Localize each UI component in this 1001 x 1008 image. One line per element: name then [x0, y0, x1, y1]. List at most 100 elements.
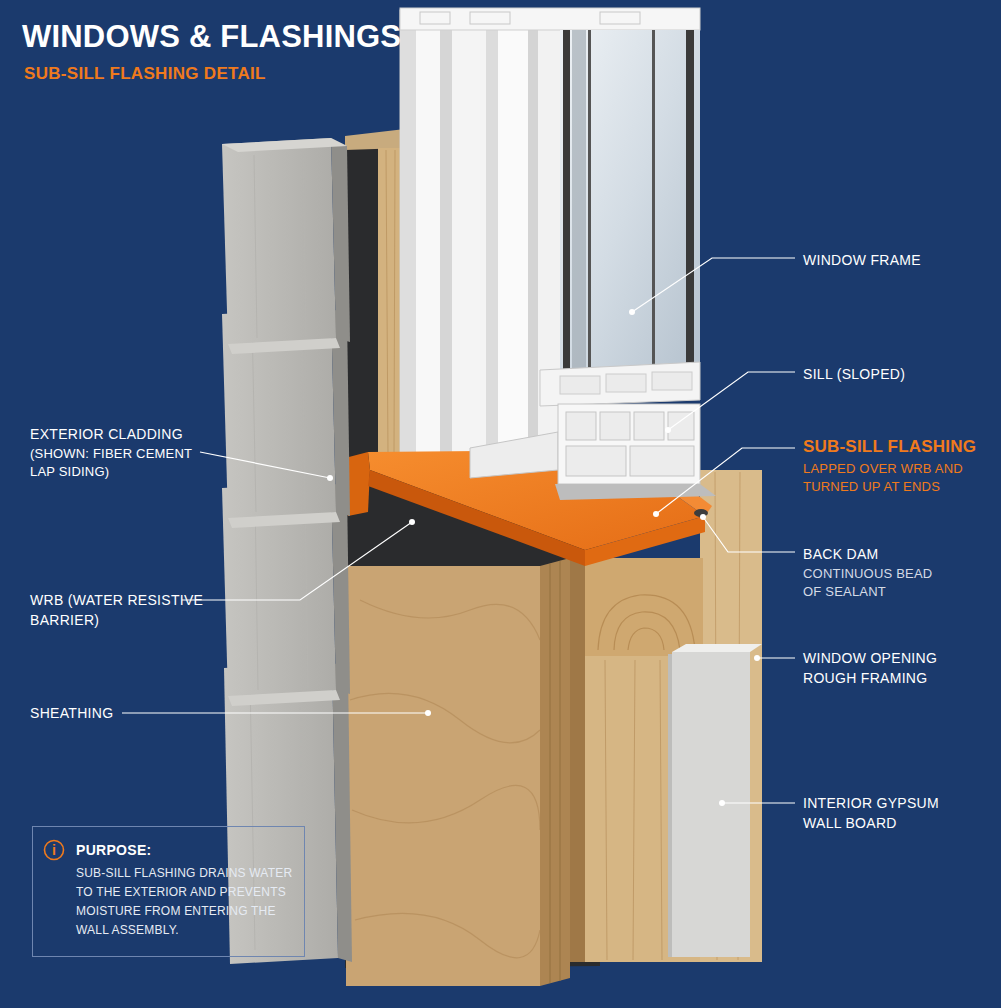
frame-chamber — [420, 12, 450, 24]
frame-band — [416, 28, 440, 455]
note-heading: PURPOSE: — [76, 840, 298, 860]
sheathing-edge — [540, 558, 570, 986]
callout-label: SILL (SLOPED) — [803, 364, 983, 384]
sill-body — [558, 404, 700, 484]
frame-band — [452, 28, 486, 455]
leader-line — [656, 448, 795, 514]
frame-band — [486, 28, 498, 455]
frame-chamber — [600, 12, 640, 24]
leader-line — [122, 712, 428, 713]
info-icon: i — [43, 839, 65, 861]
sheathing-grain — [355, 913, 540, 957]
glass-edge — [652, 30, 655, 370]
gypsum-board — [672, 652, 750, 957]
callout-label: SHEATHING — [30, 703, 205, 723]
leader-lines — [122, 258, 795, 803]
wood-grain — [605, 660, 607, 960]
leader-dot — [629, 309, 635, 315]
sheathing-panel — [346, 566, 540, 986]
callout-label: EXTERIOR CLADDING — [30, 424, 205, 444]
siding-grain — [254, 155, 257, 338]
callout-label: WRB (WATER RESISTIVE BARRIER) — [30, 590, 205, 630]
glass-spacer — [563, 30, 570, 370]
leader-line — [668, 372, 795, 430]
leader-dot — [700, 514, 706, 520]
glass-desiccant — [572, 30, 586, 370]
end-grain — [614, 612, 680, 650]
leader-dot — [754, 655, 760, 661]
glass-spacer — [686, 30, 694, 370]
callout-label: WINDOW FRAME — [803, 250, 983, 270]
note-body: SUB-SILL FLASHING DRAINS WATER TO THE EX… — [76, 864, 300, 940]
sheathing-grain — [360, 600, 540, 640]
window-frame-body — [400, 10, 560, 455]
siding-top — [222, 138, 347, 152]
diagram-title: WINDOWS & FLASHINGS — [22, 18, 401, 56]
sheathing-grain — [352, 785, 540, 830]
callout-label: SUB-SILL FLASHING — [803, 437, 999, 457]
callout-note: LAPPED OVER WRB AND TURNED UP AT ENDS — [803, 460, 993, 496]
sill-chamber — [600, 412, 630, 440]
end-grain — [598, 595, 695, 650]
end-grain — [628, 628, 664, 650]
siding-butt — [228, 512, 340, 528]
diagram-subtitle: SUB-SILL FLASHING DETAIL — [24, 64, 424, 84]
jamb-framing — [378, 148, 402, 458]
siding-grain — [300, 676, 304, 950]
siding-grain — [303, 150, 306, 336]
callout-note: (SHOWN: FIBER CEMENT LAP SIDING) — [30, 445, 200, 481]
sill-chamber — [566, 446, 626, 476]
leader-dot — [719, 800, 725, 806]
callout-label: INTERIOR GYPSUM WALL BOARD — [803, 793, 973, 833]
frame-top-cap — [400, 8, 700, 30]
leader-line — [200, 452, 330, 478]
frame-band — [440, 28, 452, 455]
flashing-front — [368, 470, 585, 566]
sheathing-gap — [570, 558, 585, 962]
leader-dot — [327, 475, 333, 481]
callout-label: BACK DAM — [803, 544, 983, 564]
leader-line — [182, 522, 412, 600]
wood-grain — [386, 150, 388, 455]
wood-grain — [633, 660, 635, 960]
frame-band — [498, 28, 528, 455]
frame-chamber — [470, 12, 510, 24]
leader-dot — [409, 519, 415, 525]
purpose-note-box: PURPOSE: SUB-SILL FLASHING DRAINS WATER T… — [32, 826, 305, 957]
glass-edge — [588, 30, 591, 370]
sill-chamber — [634, 412, 664, 440]
sash-chamber — [560, 376, 600, 394]
siding-edge — [331, 138, 350, 342]
gypsum-edge — [672, 644, 762, 652]
sash-bottom-rail — [540, 362, 700, 406]
gypsum-side — [668, 654, 672, 957]
siding-board — [222, 138, 336, 344]
leader-dot — [425, 710, 431, 716]
sheathing-grain — [350, 693, 540, 743]
siding-edge — [332, 662, 352, 962]
siding-butt — [228, 690, 340, 706]
leader-line — [632, 258, 795, 312]
sash-chamber — [606, 374, 646, 392]
leader-line — [703, 517, 795, 552]
frame-band — [528, 28, 538, 455]
callout-label: WINDOW OPENING ROUGH FRAMING — [803, 648, 978, 688]
leader-dot — [653, 511, 659, 517]
flashing-end — [585, 516, 705, 566]
sill-chamber — [630, 446, 694, 476]
info-icon-letter: i — [43, 839, 65, 861]
leader-dot — [665, 427, 671, 433]
siding-board — [224, 662, 338, 964]
leader-dots — [327, 309, 760, 806]
sheathing-ply — [560, 561, 561, 981]
sash-chamber — [652, 372, 692, 390]
siding-butt — [228, 338, 340, 354]
sill-chamber — [566, 412, 596, 440]
wood-grain — [660, 660, 662, 960]
frame-band — [400, 28, 416, 455]
leader-line — [722, 802, 795, 803]
rough-sill-plate — [585, 558, 703, 656]
